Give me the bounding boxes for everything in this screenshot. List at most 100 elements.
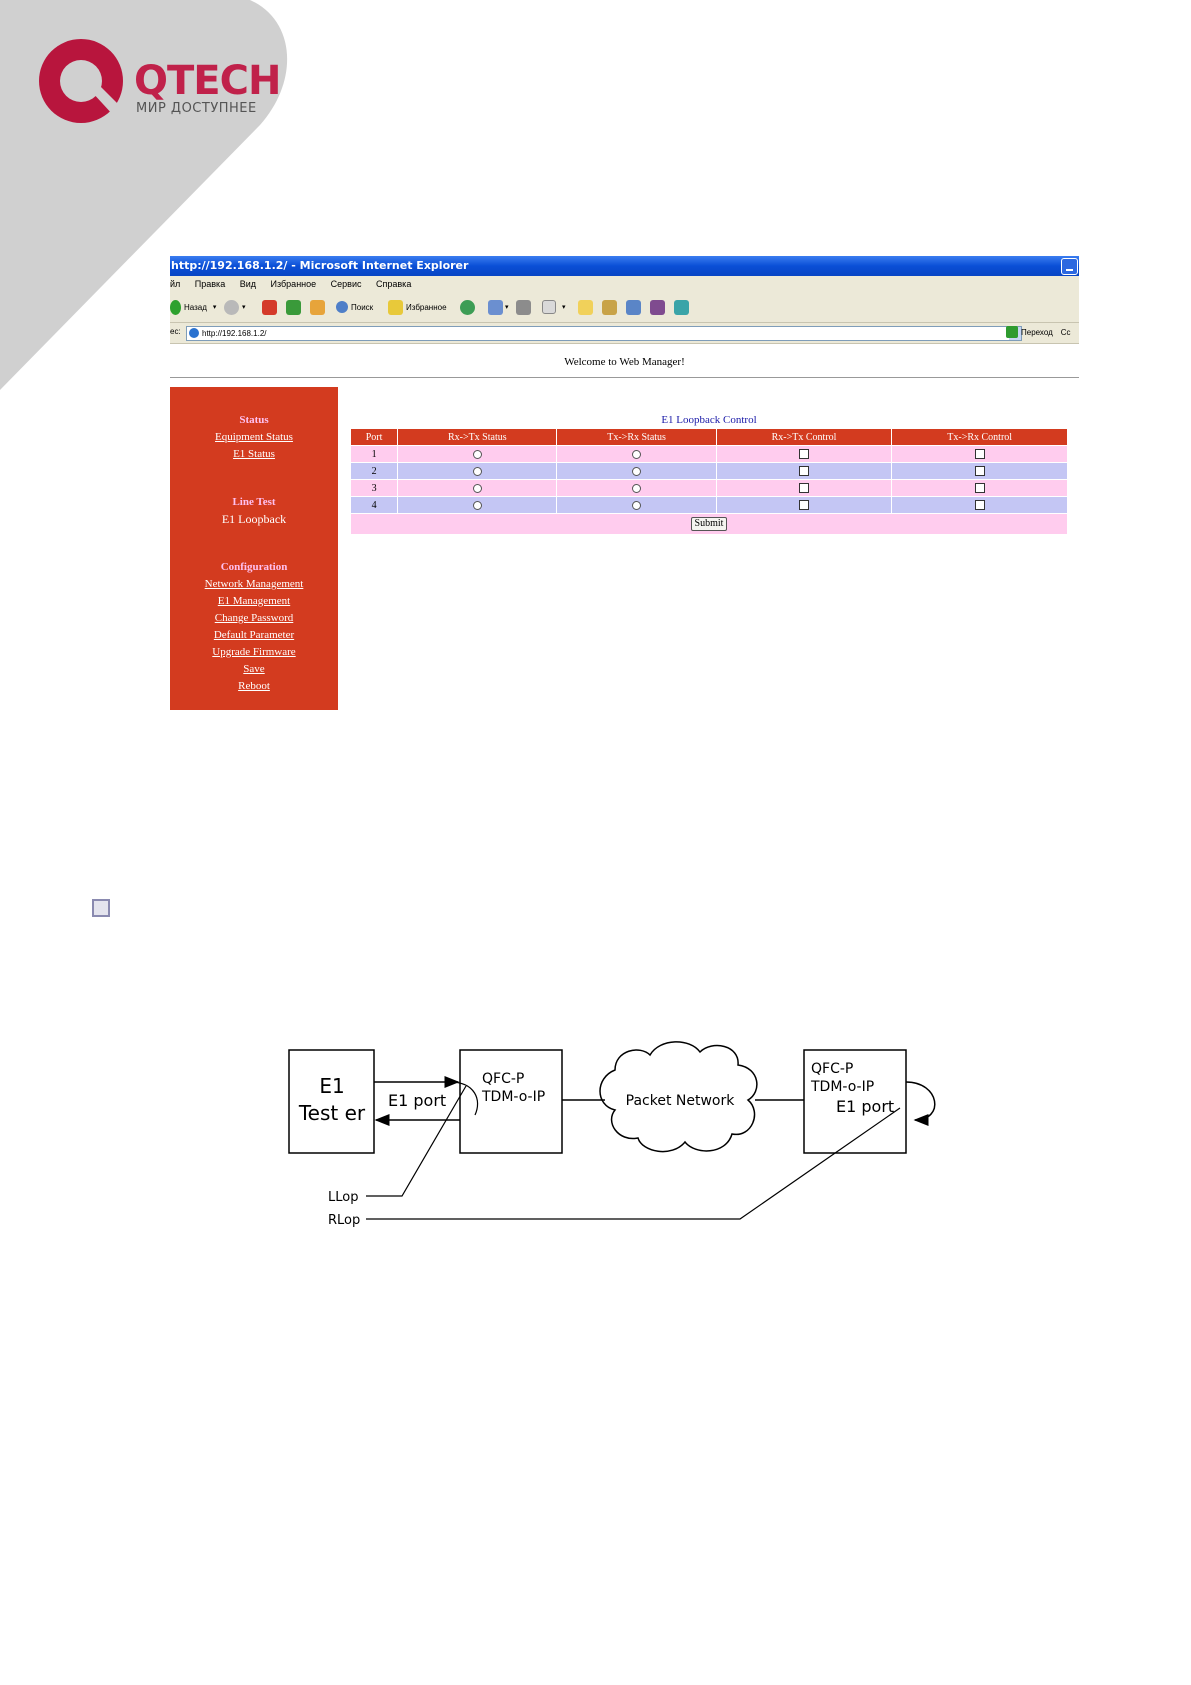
brand-slogan: МИР ДОСТУПНЕЕ [136, 101, 257, 116]
refresh-icon [286, 299, 301, 315]
forward-arrow-icon [224, 299, 239, 315]
stop-button[interactable] [262, 299, 277, 315]
tools-button[interactable] [650, 299, 665, 315]
welcome-text: Welcome to Web Manager! [564, 356, 685, 368]
go-button[interactable]: Переход Сс [1006, 326, 1071, 338]
rx-tx-control-checkbox[interactable] [799, 466, 810, 477]
tx-rx-control-checkbox[interactable] [974, 449, 985, 460]
links-label: Сс [1060, 327, 1071, 337]
remote-port-label: E1 port [836, 1097, 894, 1116]
messenger-icon [626, 299, 641, 315]
messenger-button[interactable] [626, 299, 641, 315]
brand-name: QTECH [134, 58, 281, 104]
logo-icon [39, 39, 123, 123]
col-header-tx-rx-status: Tx->Rx Status [556, 428, 717, 446]
users-button[interactable] [674, 299, 689, 315]
bullet-checkbox-icon [92, 899, 110, 917]
window-title: http://192.168.1.2/ - Microsoft Internet… [171, 259, 469, 272]
address-input[interactable]: http://192.168.1.2/ [186, 326, 1022, 341]
sidebar-heading-line-test: Line Test [232, 496, 276, 508]
local-device-label-line1: QFC-P [482, 1071, 524, 1087]
sidebar-link-upgrade-firmware[interactable]: Upgrade Firmware [212, 646, 296, 658]
table-row: 4 [349, 496, 1068, 514]
rx-tx-status-radio[interactable] [472, 500, 482, 510]
tester-label-line1: E1 [319, 1074, 344, 1098]
tx-rx-status-radio[interactable] [632, 483, 642, 493]
favorites-button[interactable]: Избранное [388, 299, 447, 315]
menu-favorites[interactable]: Избранное [270, 279, 317, 289]
go-arrow-icon [1006, 326, 1018, 338]
table-row: 1 [349, 445, 1068, 463]
rx-tx-control-checkbox[interactable] [799, 483, 810, 494]
tx-rx-control-checkbox[interactable] [974, 500, 985, 511]
menu-edit[interactable]: Правка [194, 279, 226, 289]
search-label: Поиск [351, 302, 374, 312]
edit-icon [542, 300, 556, 314]
loopback-panel: E1 Loopback Control Port Rx->Tx Status T… [349, 412, 1068, 535]
home-button[interactable] [310, 299, 325, 315]
rx-tx-control-checkbox[interactable] [799, 500, 810, 511]
discuss-button[interactable] [578, 299, 593, 315]
rx-tx-status-radio[interactable] [472, 483, 482, 493]
packet-network-label: Packet Network [626, 1093, 736, 1109]
research-button[interactable] [602, 299, 617, 315]
port-number: 1 [349, 445, 399, 463]
address-bar: ес: http://192.168.1.2/ Переход Сс [170, 323, 1079, 344]
sidebar-link-default-parameter[interactable]: Default Parameter [213, 629, 295, 641]
minimize-button[interactable] [1061, 258, 1078, 275]
rx-tx-status-radio[interactable] [472, 449, 482, 459]
sidebar: Status Equipment Status E1 Status Line T… [170, 387, 338, 710]
tester-box [288, 1049, 375, 1154]
local-loop-curve [449, 1081, 479, 1116]
users-icon [674, 299, 689, 315]
port-number: 2 [349, 462, 399, 480]
table-header-row: Port Rx->Tx Status Tx->Rx Status Rx->Tx … [349, 428, 1068, 446]
sidebar-item-e1-loopback[interactable]: E1 Loopback [221, 512, 287, 526]
forward-dropdown-icon: ▾ [242, 304, 246, 311]
table-row: 2 [349, 462, 1068, 480]
sidebar-link-e1-status[interactable]: E1 Status [233, 448, 275, 460]
submit-row: Submit [350, 513, 1068, 535]
back-label: Назад [184, 302, 207, 312]
media-button[interactable] [460, 299, 475, 315]
print-button[interactable] [516, 299, 531, 315]
tx-rx-status-radio[interactable] [632, 449, 642, 459]
remote-device-label-line2: TDM-o-IP [810, 1079, 874, 1095]
tx-rx-status-radio[interactable] [632, 500, 642, 510]
sidebar-link-change-password[interactable]: Change Password [214, 612, 294, 624]
search-button[interactable]: Поиск [336, 299, 373, 315]
edit-button[interactable]: ▾ [542, 299, 566, 315]
sidebar-heading-configuration: Configuration [220, 561, 288, 573]
mail-button[interactable]: ▾ [488, 299, 509, 315]
llop-pointer-line [366, 1085, 467, 1197]
menu-help[interactable]: Справка [376, 279, 412, 289]
back-dropdown-icon: ▾ [212, 304, 217, 311]
sidebar-link-network-management[interactable]: Network Management [204, 578, 304, 590]
rx-tx-status-radio[interactable] [472, 466, 482, 476]
tools-icon [650, 299, 665, 315]
tx-rx-control-checkbox[interactable] [974, 466, 985, 477]
back-button[interactable]: Назад ▾ [170, 299, 216, 315]
rx-tx-control-checkbox[interactable] [799, 449, 810, 460]
sidebar-link-save[interactable]: Save [243, 663, 265, 675]
tx-rx-status-radio[interactable] [632, 466, 642, 476]
forward-button[interactable]: ▾ [224, 299, 246, 315]
rlop-pointer-line [366, 1107, 901, 1220]
col-header-port: Port [349, 428, 399, 446]
submit-button[interactable]: Submit [690, 517, 728, 531]
home-icon [310, 299, 325, 315]
menu-file[interactable]: йл [170, 279, 181, 289]
star-icon [388, 299, 403, 315]
search-icon [336, 301, 348, 313]
sidebar-link-equipment-status[interactable]: Equipment Status [215, 431, 293, 443]
mail-icon [488, 299, 503, 315]
sidebar-link-reboot[interactable]: Reboot [238, 680, 270, 692]
browser-titlebar: http://192.168.1.2/ - Microsoft Internet… [170, 256, 1079, 276]
table-row: 3 [349, 479, 1068, 497]
menu-tools[interactable]: Сервис [330, 279, 362, 289]
sidebar-link-e1-management[interactable]: E1 Management [217, 595, 291, 607]
refresh-button[interactable] [286, 299, 301, 315]
menu-view[interactable]: Вид [239, 279, 257, 289]
tx-rx-control-checkbox[interactable] [974, 483, 985, 494]
sidebar-heading-status: Status [239, 414, 269, 426]
